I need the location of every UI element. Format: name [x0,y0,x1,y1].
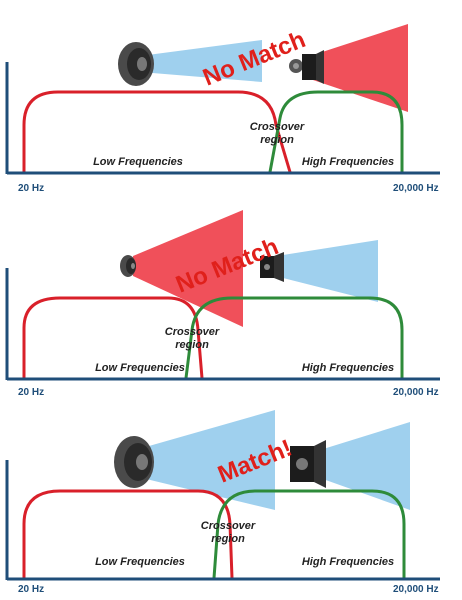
tweeter-beam-red [313,24,408,112]
tweeter-icon [290,440,326,488]
tweeter-beam-blue [283,240,378,302]
axis-label-20000hz: 20,000 Hz [393,387,439,398]
verdict-stamp: No Match [199,26,309,91]
low-frequencies-label: Low Frequencies [95,556,185,568]
high-frequencies-label: High Frequencies [302,556,394,568]
low-frequency-curve [22,90,292,173]
woofer-beam-blue [142,410,275,510]
woofer-beam-blue [140,40,262,82]
panel-no-match-2: No Match Crossover region Low Frequencie… [0,200,462,400]
crossover-label-line2: region [211,533,245,545]
tweeter-icon [260,252,284,282]
high-frequency-curve [268,90,404,173]
tweeter-beam-blue [320,422,410,510]
high-frequencies-label: High Frequencies [302,362,394,374]
panel-match: Match! Crossover region Low Frequencies … [0,400,462,600]
crossover-label-line1: Crossover [250,121,305,133]
axis-label-20hz: 20 Hz [18,183,44,194]
axis-label-20hz: 20 Hz [18,387,44,398]
diagram-panel-1: No Match Crossover region Low Frequencie… [5,24,440,194]
woofer-icon [114,436,154,488]
woofer-icon [120,255,136,277]
axis-label-20hz: 20 Hz [18,584,44,595]
low-frequencies-label: Low Frequencies [95,362,185,374]
crossover-label-line1: Crossover [165,326,220,338]
panel-no-match-1: No Match Crossover region Low Frequencie… [0,0,462,200]
high-frequencies-label: High Frequencies [302,156,394,168]
diagram-panel-2: No Match Crossover region Low Frequencie… [5,210,440,398]
low-frequency-curve [22,489,234,579]
diagram-panel-3: Match! Crossover region Low Frequencies … [5,410,440,595]
low-frequencies-label: Low Frequencies [93,156,183,168]
woofer-beam-red [133,210,243,327]
axis-label-20000hz: 20,000 Hz [393,183,439,194]
high-frequency-curve [184,296,404,379]
crossover-label-line1: Crossover [201,520,256,532]
tweeter-icon [289,50,324,84]
woofer-icon [118,42,154,86]
axis-label-20000hz: 20,000 Hz [393,584,439,595]
high-frequency-curve [212,489,406,579]
crossover-label-line2: region [260,134,294,146]
crossover-label-line2: region [175,339,209,351]
